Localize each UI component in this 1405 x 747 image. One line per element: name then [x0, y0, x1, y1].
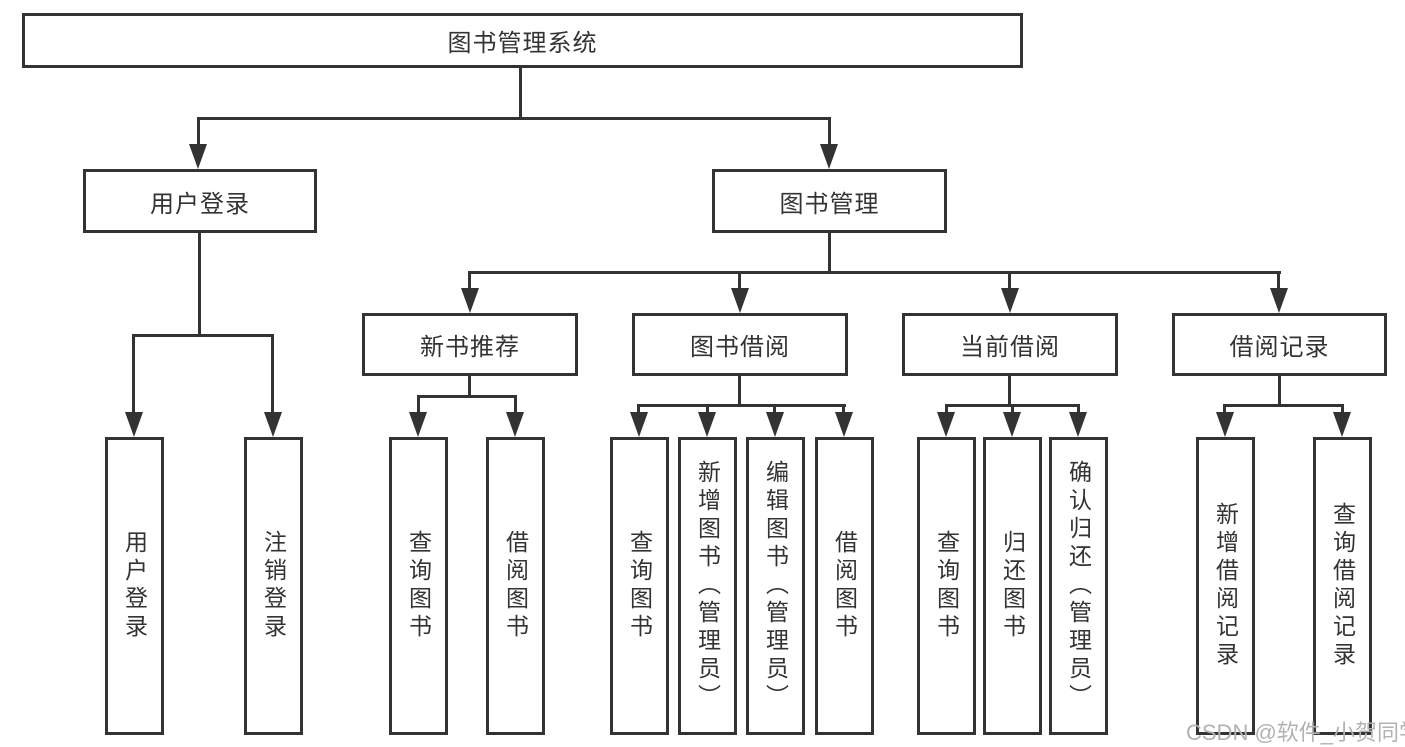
arrowhead-icon [461, 288, 479, 313]
leaf-add-book-admin-label: 新增图书（管理员） [694, 460, 721, 712]
arrowhead-icon [698, 412, 716, 437]
connector-line [133, 334, 274, 337]
arrowhead-icon [835, 412, 853, 437]
leaf-logout: 注销登录 [244, 437, 303, 735]
leaf-borrow-books-recommend: 借阅图书 [486, 437, 545, 735]
connector-line [417, 395, 517, 398]
arrowhead-icon [409, 412, 427, 437]
arrowhead-icon [189, 144, 207, 169]
arrowhead-icon [820, 144, 838, 169]
connector-line [468, 271, 1281, 274]
arrowhead-icon [1333, 412, 1351, 437]
leaf-edit-book-admin: 编辑图书（管理员） [746, 437, 805, 735]
connector-line [1278, 375, 1281, 407]
leaf-query-books-borrowing-label: 查询图书 [626, 530, 653, 642]
connector-line [842, 404, 845, 413]
leaf-borrow-books-borrowing-label: 借阅图书 [831, 530, 858, 642]
node-borrow-records-label: 借阅记录 [1229, 334, 1330, 361]
connector-line [706, 404, 709, 413]
watermark: CSDN @软件_小贺同学 [1186, 720, 1405, 745]
connector-line [132, 334, 135, 414]
connector-line [738, 375, 741, 407]
node-library-system: 图书管理系统 [22, 13, 1023, 68]
arrowhead-icon [766, 412, 784, 437]
connector-line [828, 117, 831, 147]
leaf-return-book: 归还图书 [983, 437, 1042, 735]
connector-line [198, 232, 201, 336]
node-book-management: 图书管理 [712, 169, 947, 233]
node-book-borrowing-label: 图书借阅 [690, 334, 790, 361]
arrowhead-icon [264, 412, 282, 437]
arrowhead-icon [1216, 412, 1234, 437]
connector-line [468, 375, 471, 398]
arrowhead-icon [1270, 288, 1288, 313]
connector-line [637, 404, 640, 413]
connector-line [1341, 404, 1344, 413]
arrowhead-icon [1003, 412, 1021, 437]
connector-line [828, 232, 831, 274]
arrowhead-icon [125, 412, 143, 437]
node-library-system-label: 图书管理系统 [447, 30, 598, 57]
connector-line [1008, 271, 1011, 291]
leaf-confirm-return-admin: 确认归还（管理员） [1049, 437, 1108, 735]
leaf-add-borrow-record: 新增借阅记录 [1196, 437, 1255, 735]
connector-line [468, 271, 471, 291]
connector-line [514, 395, 517, 413]
leaf-add-book-admin: 新增图书（管理员） [678, 437, 737, 735]
leaf-borrow-books-recommend-label: 借阅图书 [502, 530, 529, 642]
leaf-logout-label: 注销登录 [260, 530, 287, 642]
connector-line [945, 404, 948, 413]
leaf-user-login-label: 用户登录 [121, 530, 148, 642]
connector-line [637, 404, 846, 407]
connector-line [773, 404, 776, 413]
connector-line [738, 271, 741, 291]
node-current-borrowing: 当前借阅 [902, 313, 1118, 376]
connector-line [417, 395, 420, 413]
arrowhead-icon [630, 412, 648, 437]
node-new-book-recommend: 新书推荐 [362, 313, 578, 376]
leaf-query-borrow-record-label: 查询借阅记录 [1329, 502, 1356, 670]
leaf-query-borrow-record: 查询借阅记录 [1313, 437, 1372, 735]
node-borrow-records: 借阅记录 [1172, 313, 1387, 376]
leaf-query-books-borrowing: 查询图书 [610, 437, 669, 735]
leaf-return-book-label: 归还图书 [999, 530, 1026, 642]
connector-line [1008, 375, 1011, 407]
connector-line [1277, 271, 1280, 291]
connector-line [519, 68, 522, 117]
leaf-query-books-recommend-label: 查询图书 [405, 530, 432, 642]
leaf-confirm-return-admin-label: 确认归还（管理员） [1065, 460, 1092, 712]
arrowhead-icon [731, 288, 749, 313]
connector-line [271, 334, 274, 414]
connector-line [197, 117, 831, 120]
node-user-login-label: 用户登录 [150, 190, 250, 218]
leaf-query-books-current-label: 查询图书 [933, 530, 960, 642]
connector-line [197, 117, 200, 147]
node-new-book-recommend-label: 新书推荐 [420, 334, 520, 361]
leaf-edit-book-admin-label: 编辑图书（管理员） [762, 460, 789, 712]
connector-line [1011, 404, 1014, 413]
connector-line [1077, 404, 1080, 413]
arrowhead-icon [1069, 412, 1087, 437]
leaf-user-login: 用户登录 [105, 437, 164, 735]
node-book-management-label: 图书管理 [779, 190, 880, 218]
leaf-add-borrow-record-label: 新增借阅记录 [1212, 502, 1239, 670]
arrowhead-icon [1001, 288, 1019, 313]
leaf-borrow-books-borrowing: 借阅图书 [815, 437, 874, 735]
node-book-borrowing: 图书借阅 [632, 313, 848, 376]
leaf-query-books-current: 查询图书 [917, 437, 976, 735]
arrowhead-icon [937, 412, 955, 437]
connector-line [1223, 404, 1344, 407]
leaf-query-books-recommend: 查询图书 [389, 437, 448, 735]
node-current-borrowing-label: 当前借阅 [960, 334, 1060, 361]
arrowhead-icon [506, 412, 524, 437]
connector-line [1223, 404, 1226, 413]
node-user-login: 用户登录 [83, 169, 317, 233]
